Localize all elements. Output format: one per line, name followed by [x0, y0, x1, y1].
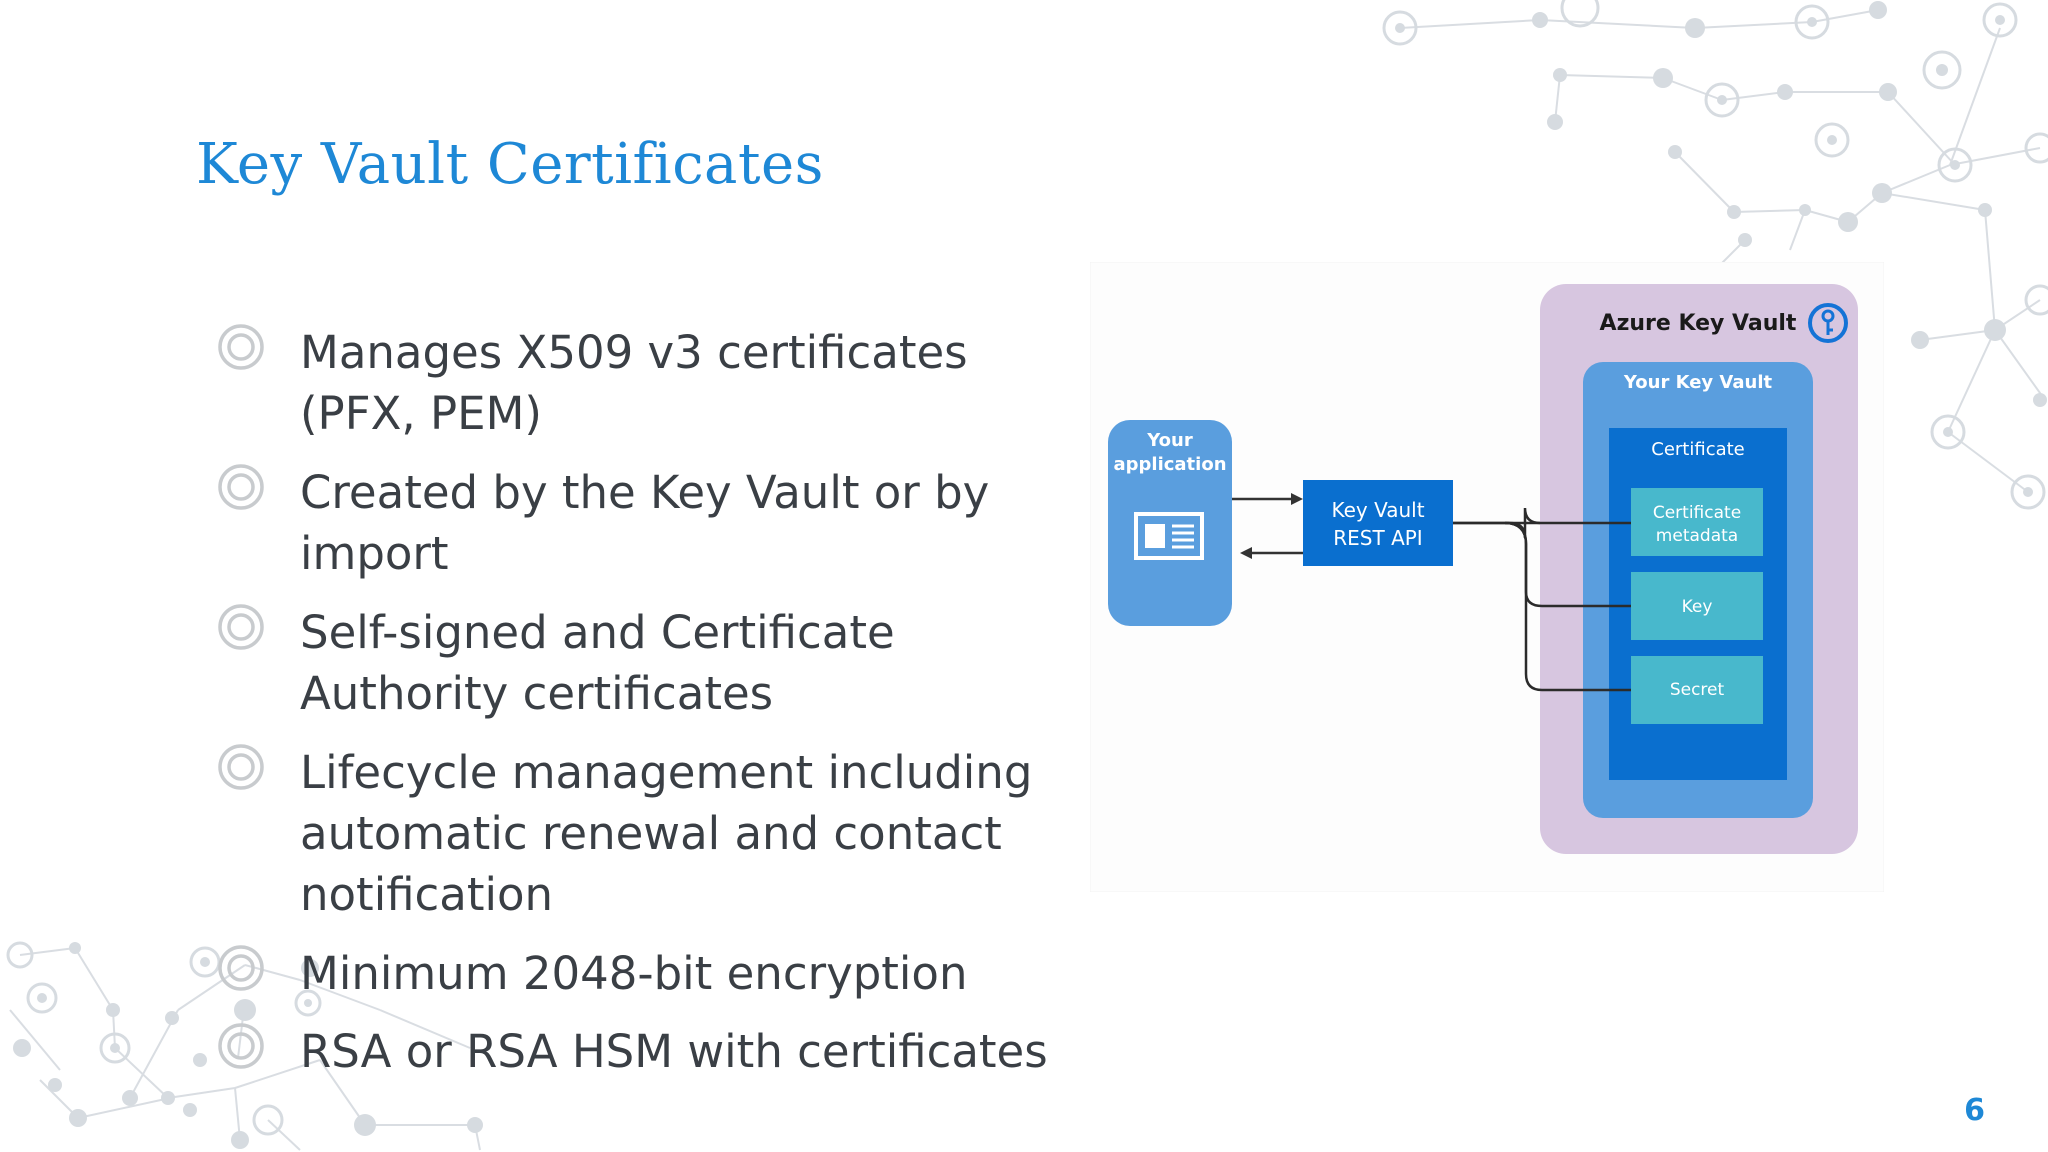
bullet-ring-icon: [218, 464, 264, 510]
secret-box: [1631, 656, 1763, 724]
bullet-ring-icon: [218, 945, 264, 991]
your-key-vault-label: Your Key Vault: [1623, 372, 1773, 393]
bullet-ring-icon: [218, 744, 264, 790]
request-arrow: [1232, 493, 1303, 505]
bullet-item: Manages X509 v3 certificates (PFX, PEM): [216, 322, 1056, 444]
azure-key-vault-label: Azure Key Vault: [1600, 311, 1797, 336]
page-number: 6: [1964, 1093, 1985, 1128]
rest-api-label: Key Vault: [1331, 498, 1424, 522]
bullet-ring-icon: [218, 324, 264, 370]
certificate-metadata-label-line2: metadata: [1656, 526, 1738, 546]
bullet-text: Manages X509 v3 certificates (PFX, PEM): [300, 326, 968, 440]
bullet-text: Self-signed and Certificate Authority ce…: [300, 606, 895, 720]
certificate-metadata-box: [1631, 488, 1763, 556]
bullet-item: Self-signed and Certificate Authority ce…: [216, 602, 1056, 724]
key-vault-logo-icon: [1808, 303, 1848, 343]
bullet-text: Created by the Key Vault or by import: [300, 466, 990, 580]
rest-api-label-line2: REST API: [1333, 526, 1422, 550]
bullet-item: RSA or RSA HSM with certificates: [216, 1021, 1056, 1082]
bullet-ring-icon: [218, 1023, 264, 1069]
bullet-item: Lifecycle management including automatic…: [216, 742, 1056, 925]
your-application-box: [1108, 420, 1232, 626]
bullet-text: Minimum 2048-bit encryption: [300, 947, 968, 1000]
bullet-item: Minimum 2048-bit encryption: [216, 943, 1056, 1004]
bullet-list: Manages X509 v3 certificates (PFX, PEM) …: [216, 322, 1056, 1100]
bullet-text: Lifecycle management including automatic…: [300, 746, 1033, 921]
certificate-label: Certificate: [1651, 439, 1745, 460]
secret-label: Secret: [1670, 680, 1725, 700]
key-box: [1631, 572, 1763, 640]
your-application-label: Your: [1146, 430, 1193, 451]
bullet-text: RSA or RSA HSM with certificates: [300, 1025, 1048, 1078]
api-connector-lines: [1453, 507, 1631, 692]
application-window-icon: [1134, 512, 1204, 560]
rest-api-box: [1303, 480, 1453, 566]
your-application-label-line2: application: [1113, 454, 1226, 475]
key-vault-diagram: Azure Key Vault Your Key Vault Certifica…: [1090, 262, 1884, 892]
bullet-item: Created by the Key Vault or by import: [216, 462, 1056, 584]
bullet-ring-icon: [218, 604, 264, 650]
key-label: Key: [1682, 597, 1713, 617]
certificate-metadata-label: Certificate: [1653, 503, 1741, 523]
slide-title: Key Vault Certificates: [196, 132, 824, 197]
response-arrow: [1240, 547, 1303, 559]
